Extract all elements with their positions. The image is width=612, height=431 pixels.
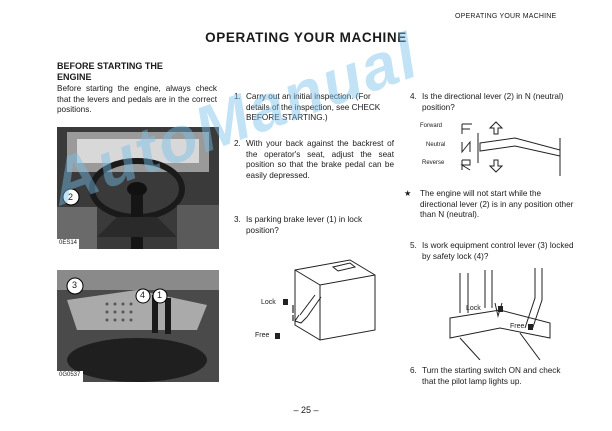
parking-lock-label: Lock: [261, 299, 276, 306]
directional-lever-figure: Forward Neutral Reverse: [420, 118, 570, 178]
step-4: 4. Is the directional lever (2) in N (ne…: [410, 92, 575, 116]
page-title: OPERATING YOUR MACHINE: [205, 30, 407, 45]
forward-label: Forward: [420, 123, 443, 129]
step-4-text: Is the directional lever (2) in N (neutr…: [422, 92, 564, 112]
safety-lock-figure: Lock Free: [440, 268, 565, 360]
photo-code-top: 0ES14: [59, 240, 78, 246]
step-1: 1. Carry out an initial inspection. (For…: [234, 92, 394, 126]
step-2: 2. With your back against the backrest o…: [234, 139, 394, 199]
note-text: The engine will not start while the dire…: [420, 189, 574, 220]
step-1-number: 1.: [234, 92, 241, 101]
section-heading: BEFORE STARTING THE ENGINE: [57, 61, 217, 83]
step-4-number: 4.: [410, 92, 417, 101]
step-3: 3. Is parking brake lever (1) in lock po…: [234, 215, 394, 239]
callout-1: 1: [157, 290, 163, 300]
cab-photo-top: 2 0ES14: [57, 127, 219, 249]
step-5-text: Is work equipment control lever (3) lock…: [422, 241, 574, 261]
safety-free-label: Free: [510, 323, 525, 330]
neutral-label: Neutral: [426, 142, 446, 148]
section-heading-line1: BEFORE STARTING THE: [57, 61, 163, 71]
step-6: 6. Turn the starting switch ON and check…: [410, 366, 575, 402]
step-6-text: Turn the starting switch ON and check th…: [422, 366, 561, 386]
safety-lock-label: Lock: [466, 305, 481, 312]
running-header: OPERATING YOUR MACHINE: [455, 13, 557, 20]
step-2-number: 2.: [234, 139, 241, 148]
callout-4: 4: [140, 290, 146, 300]
parking-free-label: Free: [255, 332, 270, 339]
section-heading-line2: ENGINE: [57, 72, 92, 82]
step-5-number: 5.: [410, 241, 417, 250]
note-engine-start: ★ The engine will not start while the di…: [404, 189, 576, 233]
step-6-number: 6.: [410, 366, 417, 375]
parking-brake-figure: Lock Free: [255, 255, 395, 350]
step-3-number: 3.: [234, 215, 241, 224]
step-3-text: Is parking brake lever (1) in lock posit…: [246, 215, 363, 235]
callout-2: 2: [68, 192, 74, 202]
step-2-text: With your back against the backrest of t…: [246, 139, 394, 180]
step-1-text: Carry out an initial inspection. (For de…: [246, 92, 381, 123]
photo-code-bottom: 0G0537: [59, 372, 81, 378]
page-number: – 25 –: [293, 405, 319, 415]
step-5: 5. Is work equipment control lever (3) l…: [410, 241, 575, 265]
note-star-icon: ★: [404, 189, 412, 198]
callout-3: 3: [72, 280, 78, 290]
reverse-label: Reverse: [422, 160, 445, 166]
levers-photo-bottom: 3 4 1 0G0537: [57, 270, 219, 382]
intro-paragraph: Before starting the engine, always check…: [57, 84, 217, 114]
